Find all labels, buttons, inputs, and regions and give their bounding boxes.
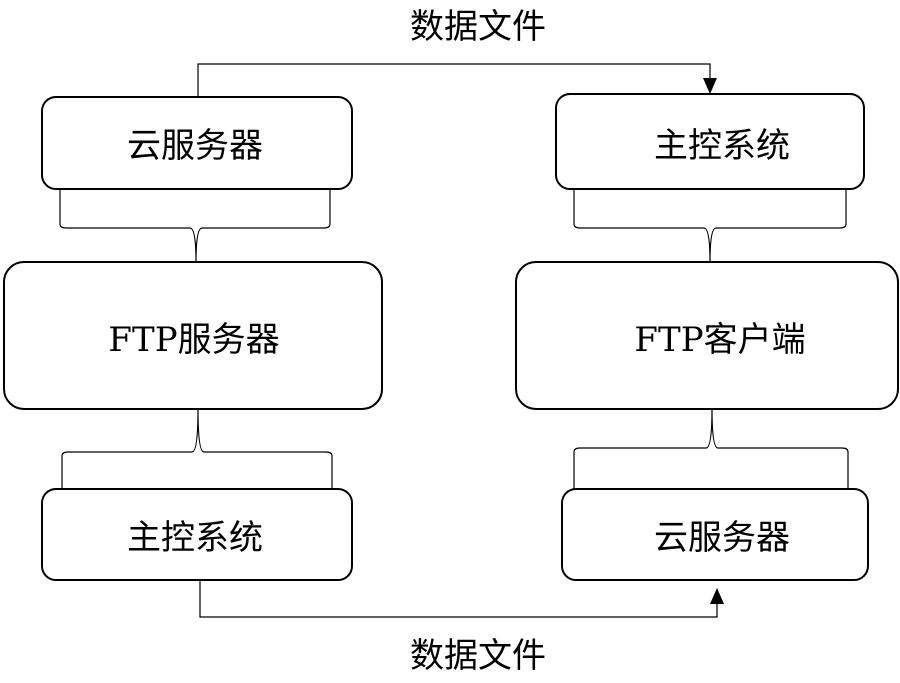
left-cloud-server-label: 云服务器 bbox=[127, 126, 263, 166]
right-master-control-label: 主控系统 bbox=[654, 126, 790, 166]
left-cloud-server-box: 云服务器 bbox=[41, 96, 353, 190]
right-master-control-box: 主控系统 bbox=[555, 93, 865, 190]
bottom-flow-label: 数据文件 bbox=[410, 636, 546, 676]
right-ftp-client-box: FTP客户端 bbox=[515, 261, 899, 410]
left-master-control-box: 主控系统 bbox=[41, 488, 353, 581]
right-ftp-client-label: FTP客户端 bbox=[634, 320, 805, 360]
left-upper-brace bbox=[59, 189, 331, 263]
left-ftp-server-box: FTP服务器 bbox=[3, 261, 383, 410]
top-flow-label: 数据文件 bbox=[410, 7, 546, 47]
left-ftp-server-label: FTP服务器 bbox=[108, 320, 279, 360]
top-data-flow-arrow bbox=[197, 63, 717, 97]
left-master-control-label: 主控系统 bbox=[127, 518, 263, 558]
left-lower-brace bbox=[61, 408, 333, 489]
bottom-data-flow-arrow bbox=[199, 580, 724, 618]
right-lower-brace bbox=[573, 408, 849, 489]
right-cloud-server-box: 云服务器 bbox=[561, 488, 869, 581]
right-upper-brace bbox=[573, 189, 847, 263]
right-cloud-server-label: 云服务器 bbox=[654, 518, 790, 558]
